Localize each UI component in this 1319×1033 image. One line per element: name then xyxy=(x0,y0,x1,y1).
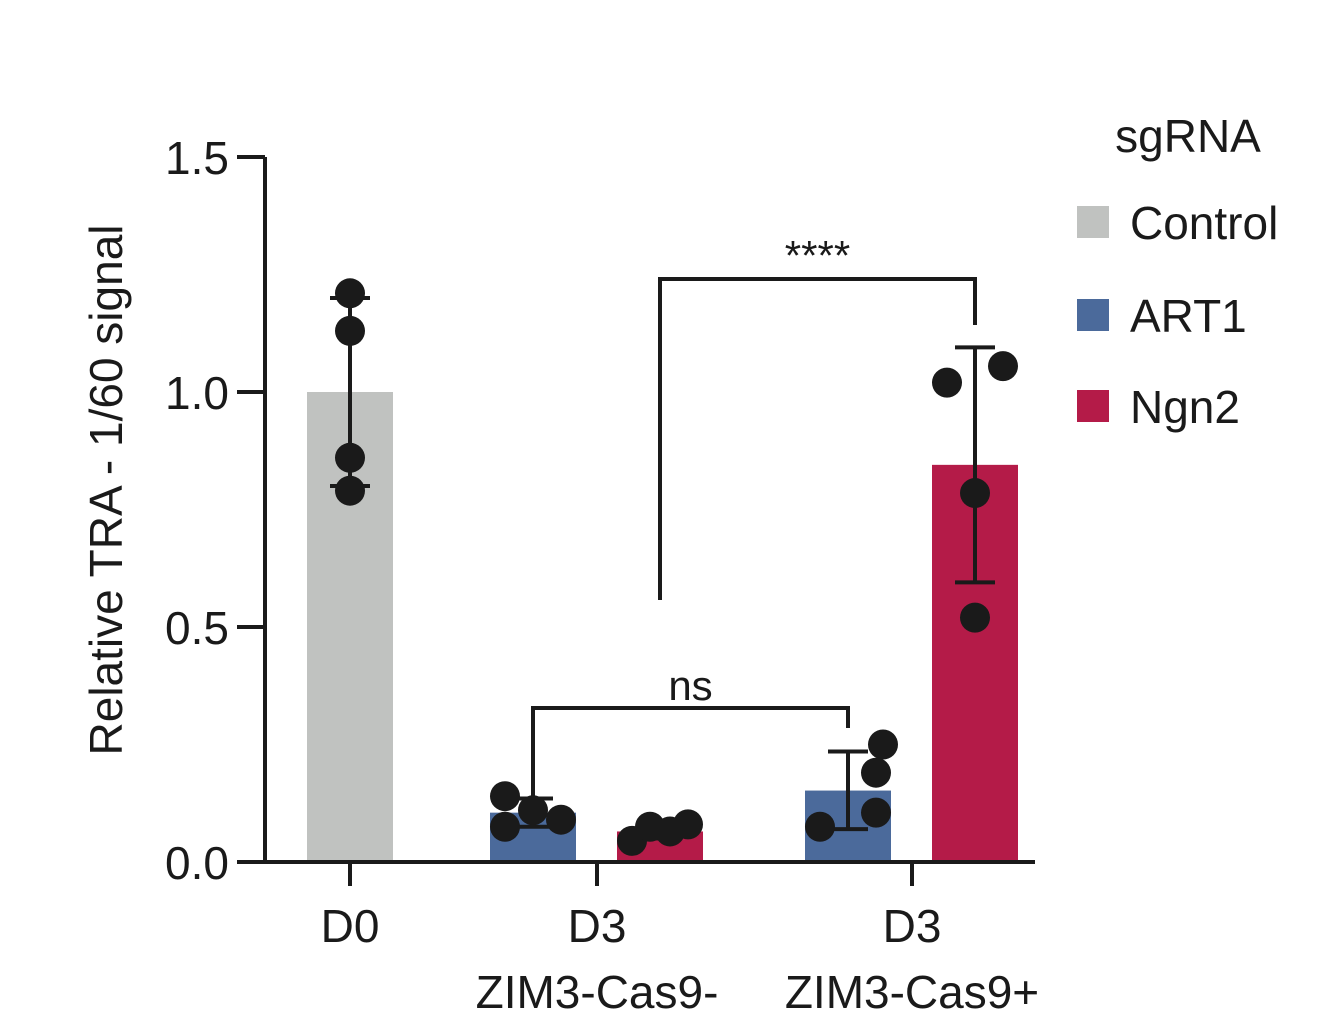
significance-bracket xyxy=(531,706,850,800)
legend-swatch-ngn2 xyxy=(1077,390,1109,422)
bars-layer xyxy=(307,392,1018,862)
data-point xyxy=(490,781,520,812)
y-tick-label: 1.0 xyxy=(165,367,229,419)
data-point xyxy=(805,811,835,842)
legend-swatch-art1 xyxy=(1077,299,1109,331)
significance-layer: ns **** xyxy=(531,232,977,800)
data-point xyxy=(960,602,990,633)
legend-label-ngn2: Ngn2 xyxy=(1130,381,1240,433)
data-point xyxy=(490,811,520,842)
data-point xyxy=(546,804,576,835)
data-point xyxy=(518,795,548,826)
y-tick-label: 0.5 xyxy=(165,602,229,654)
data-point xyxy=(335,315,365,346)
data-point xyxy=(861,797,891,828)
y-tick-label: 1.5 xyxy=(165,132,229,184)
y-tick-label: 0.0 xyxy=(165,837,229,889)
x-tick-sublabel: ZIM3-Cas9- xyxy=(476,966,719,1018)
data-point xyxy=(335,475,365,506)
data-point xyxy=(335,442,365,473)
x-tick-label: D3 xyxy=(883,900,942,952)
x-tick-sublabel: ZIM3-Cas9+ xyxy=(785,966,1039,1018)
data-point xyxy=(932,367,962,398)
significance-label: ns xyxy=(668,662,712,709)
legend-title: sgRNA xyxy=(1115,110,1261,162)
x-tick-label: D3 xyxy=(568,900,627,952)
points-layer xyxy=(335,278,1018,856)
data-point xyxy=(335,278,365,309)
error-bars-layer xyxy=(330,296,995,841)
y-axis-label: Relative TRA - 1/60 signal xyxy=(80,225,132,756)
significance-bracket xyxy=(658,277,977,600)
significance-label: **** xyxy=(785,232,850,279)
data-point xyxy=(988,351,1018,382)
data-point xyxy=(868,729,898,760)
legend-label-control: Control xyxy=(1130,197,1278,249)
data-point xyxy=(960,478,990,509)
x-tick-label: D0 xyxy=(321,900,380,952)
legend-label-art1: ART1 xyxy=(1130,290,1247,342)
data-point xyxy=(861,757,891,788)
legend-swatch-control xyxy=(1077,206,1109,238)
data-point xyxy=(655,816,685,847)
